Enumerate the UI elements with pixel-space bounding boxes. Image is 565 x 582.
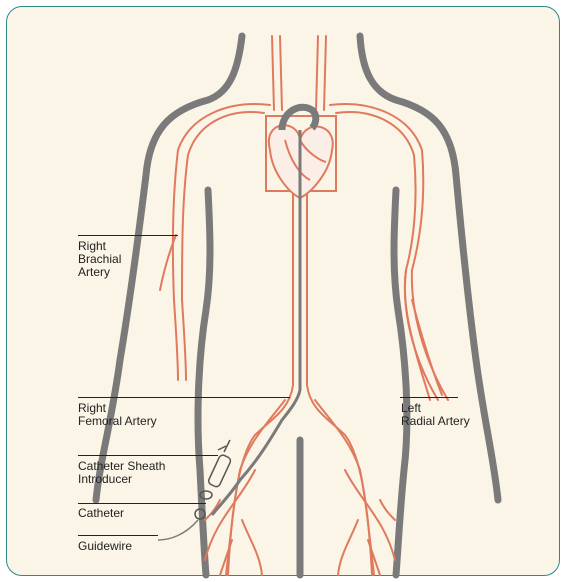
- sheath-leader-line: [78, 455, 218, 456]
- guidewire-leader-line: [78, 535, 158, 536]
- label-left-radial-artery: Left Radial Artery: [401, 402, 470, 428]
- label-right-brachial-artery: Right Brachial Artery: [78, 240, 121, 279]
- label-guidewire: Guidewire: [78, 540, 132, 553]
- guidewire-line: [158, 520, 198, 540]
- label-catheter-sheath-introducer: Catheter Sheath Introducer: [78, 460, 165, 486]
- femoral-leader-line: [78, 397, 290, 398]
- label-catheter: Catheter: [78, 507, 124, 520]
- radial-leader-line: [400, 397, 458, 398]
- label-right-femoral-artery: Right Femoral Artery: [78, 402, 157, 428]
- brachial-leader-line: [78, 235, 178, 236]
- catheter-leader-line: [78, 503, 206, 504]
